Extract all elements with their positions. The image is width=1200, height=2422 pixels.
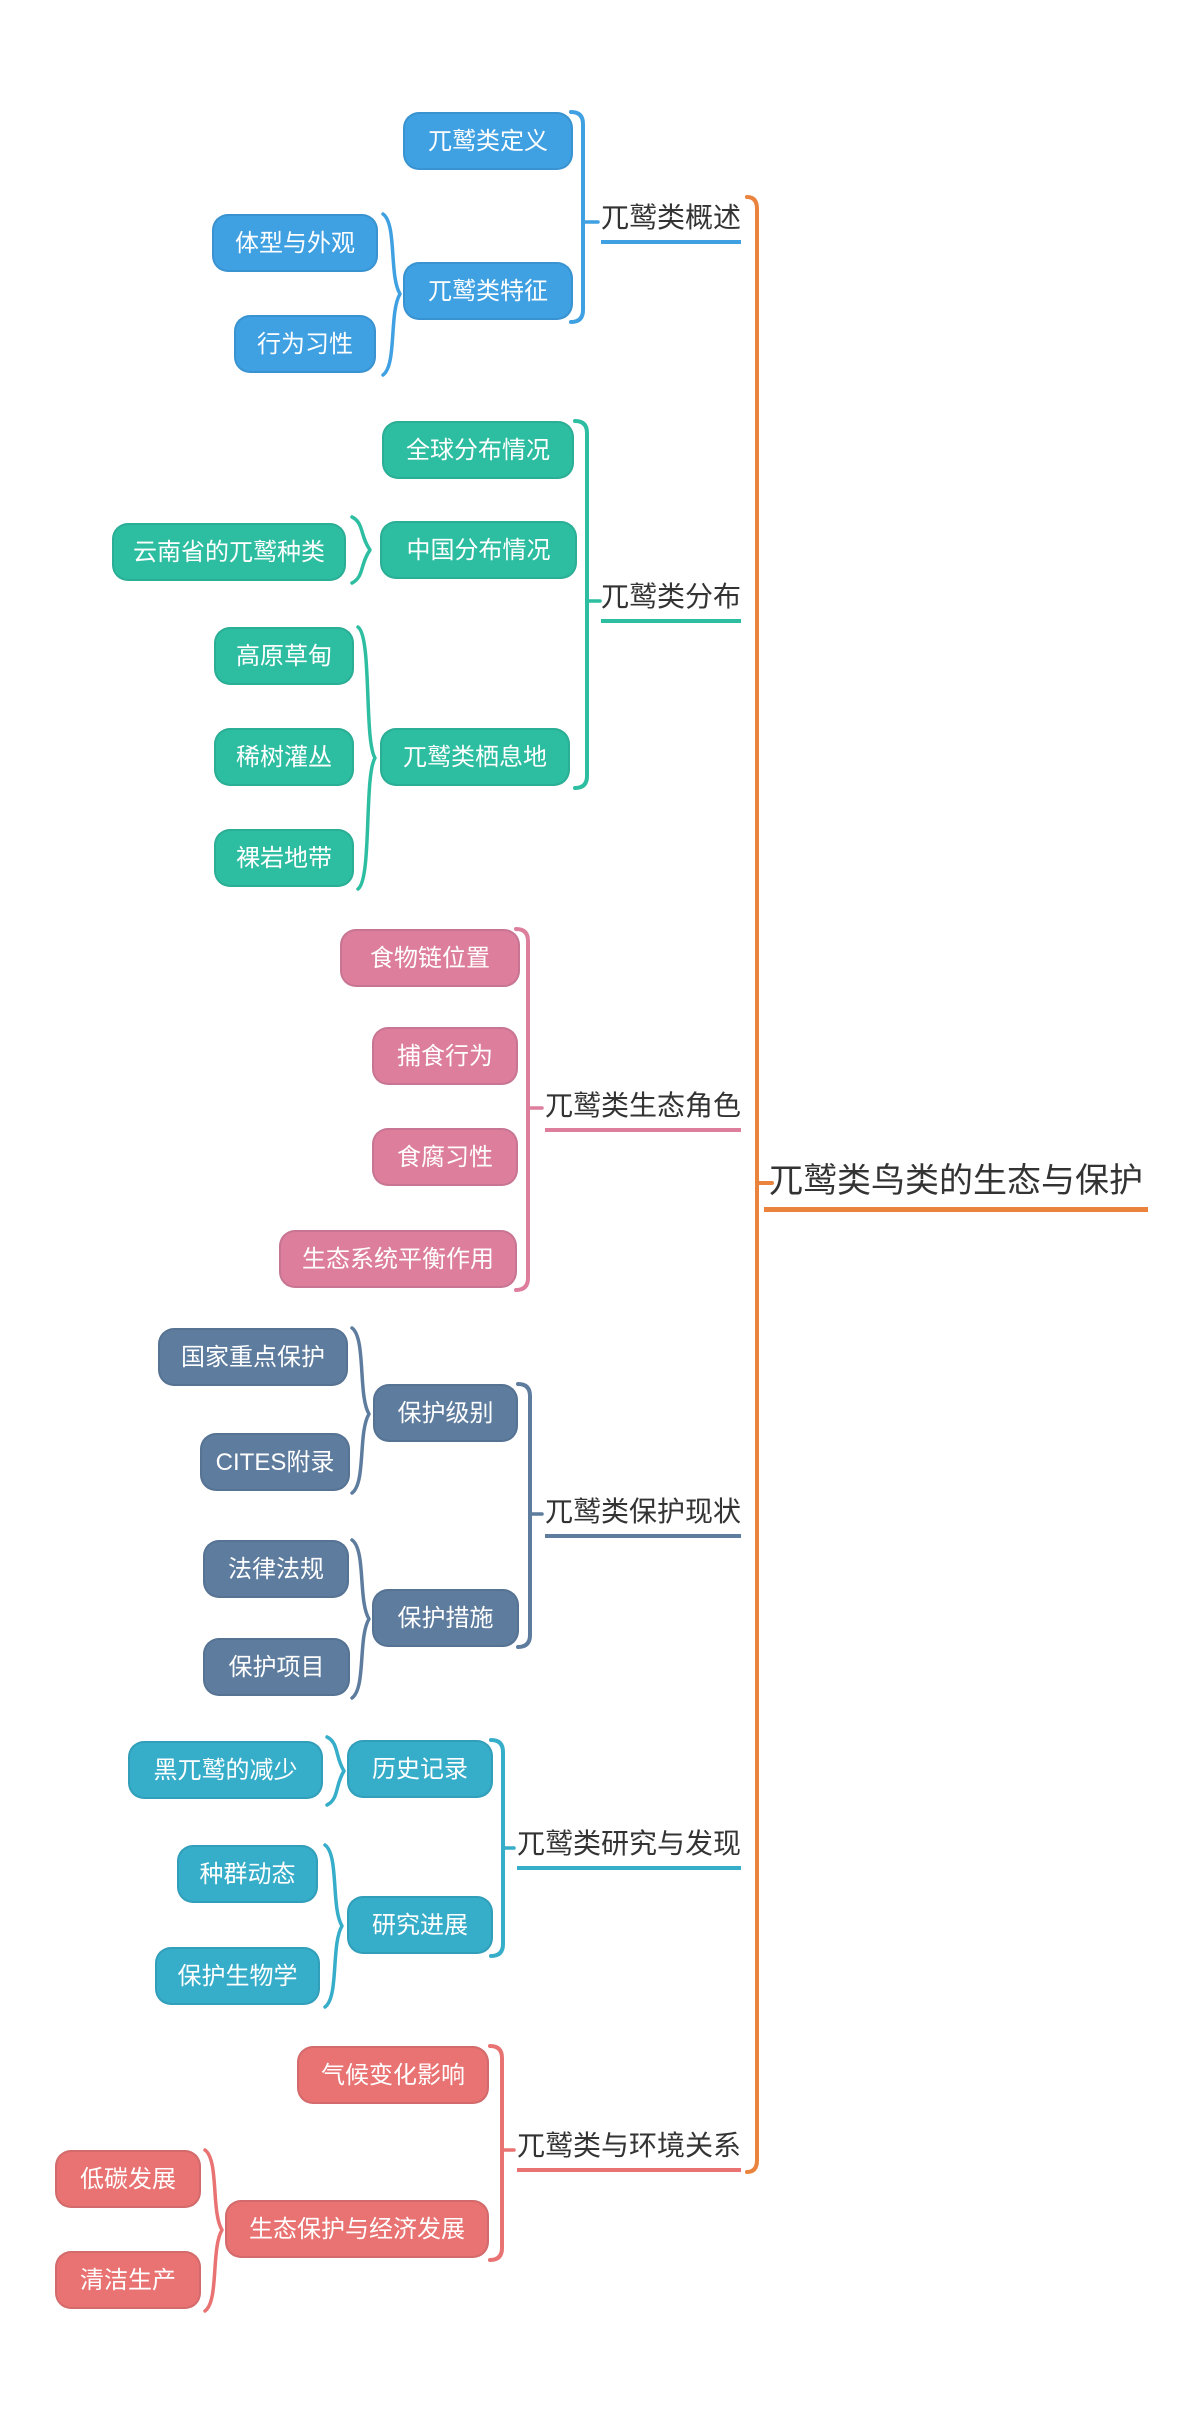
topic-protection-projects[interactable]: 保护项目	[203, 1638, 350, 1696]
topic-climate-change-impact[interactable]: 气候变化影响	[297, 2046, 489, 2104]
topic-research-progress[interactable]: 研究进展	[347, 1896, 493, 1954]
topic-vulture-characteristics[interactable]: 兀鹫类特征	[403, 262, 573, 320]
topic-eco-protection-economic-dev[interactable]: 生态保护与经济发展	[225, 2200, 489, 2258]
topic-vulture-habitat[interactable]: 兀鹫类栖息地	[380, 728, 570, 786]
brace-habitat	[356, 625, 377, 891]
branch-label-research-discovery[interactable]: 兀鹫类研究与发现	[517, 1826, 741, 1870]
topic-food-chain-position[interactable]: 食物链位置	[340, 929, 520, 987]
topic-national-key-protection[interactable]: 国家重点保护	[158, 1328, 348, 1386]
topic-global-distribution[interactable]: 全球分布情况	[382, 421, 574, 479]
topic-population-dynamics[interactable]: 种群动态	[177, 1845, 318, 1903]
topic-low-carbon-development[interactable]: 低碳发展	[55, 2150, 201, 2208]
bracket-ecological-role	[514, 927, 530, 1292]
branch-label-ecological-role[interactable]: 兀鹫类生态角色	[545, 1088, 741, 1132]
topic-conservation-biology[interactable]: 保护生物学	[155, 1947, 320, 2005]
topic-historical-records[interactable]: 历史记录	[347, 1740, 493, 1798]
root-topic[interactable]: 兀鹫类鸟类的生态与保护	[764, 1159, 1148, 1212]
topic-plateau-meadow[interactable]: 高原草甸	[214, 627, 354, 685]
brace-eco-economy	[203, 2148, 224, 2313]
bracket-conservation	[516, 1382, 532, 1649]
topic-protection-measures[interactable]: 保护措施	[372, 1589, 519, 1647]
topic-vulture-definition[interactable]: 兀鹫类定义	[403, 112, 573, 170]
brace-protection-level	[350, 1326, 371, 1495]
brace-research-progress	[323, 1843, 344, 2009]
topic-cites-appendix[interactable]: CITES附录	[200, 1433, 350, 1491]
topic-laws-regulations[interactable]: 法律法规	[203, 1540, 349, 1598]
topic-yunnan-species[interactable]: 云南省的兀鹫种类	[112, 523, 346, 581]
topic-clean-production[interactable]: 清洁生产	[55, 2251, 201, 2309]
bracket-overview	[569, 110, 585, 324]
topic-ecosystem-balance[interactable]: 生态系统平衡作用	[279, 1230, 517, 1288]
topic-scavenging-habit[interactable]: 食腐习性	[372, 1128, 518, 1186]
root-spine	[745, 195, 759, 2174]
branch-label-distribution[interactable]: 兀鹫类分布	[601, 579, 741, 623]
branch-label-environment-relation[interactable]: 兀鹫类与环境关系	[517, 2128, 741, 2172]
brace-characteristics	[381, 212, 402, 377]
topic-behavior-habits[interactable]: 行为习性	[234, 315, 376, 373]
topic-china-distribution[interactable]: 中国分布情况	[380, 521, 577, 579]
topic-black-vulture-decline[interactable]: 黑兀鹫的减少	[128, 1741, 323, 1799]
branch-label-overview[interactable]: 兀鹫类概述	[601, 200, 741, 244]
bracket-environment	[488, 2044, 504, 2262]
topic-bare-rock-zone[interactable]: 裸岩地带	[214, 829, 354, 887]
brace-protection-measures	[350, 1538, 371, 1700]
brace-china-distribution	[350, 515, 372, 585]
brace-historical-records	[325, 1735, 346, 1807]
topic-predation-behavior[interactable]: 捕食行为	[372, 1027, 518, 1085]
bracket-distribution	[573, 419, 589, 790]
topic-protection-level[interactable]: 保护级别	[373, 1384, 518, 1442]
topic-body-appearance[interactable]: 体型与外观	[212, 214, 378, 272]
branch-label-conservation-status[interactable]: 兀鹫类保护现状	[545, 1494, 741, 1538]
topic-sparse-shrubland[interactable]: 稀树灌丛	[214, 728, 354, 786]
